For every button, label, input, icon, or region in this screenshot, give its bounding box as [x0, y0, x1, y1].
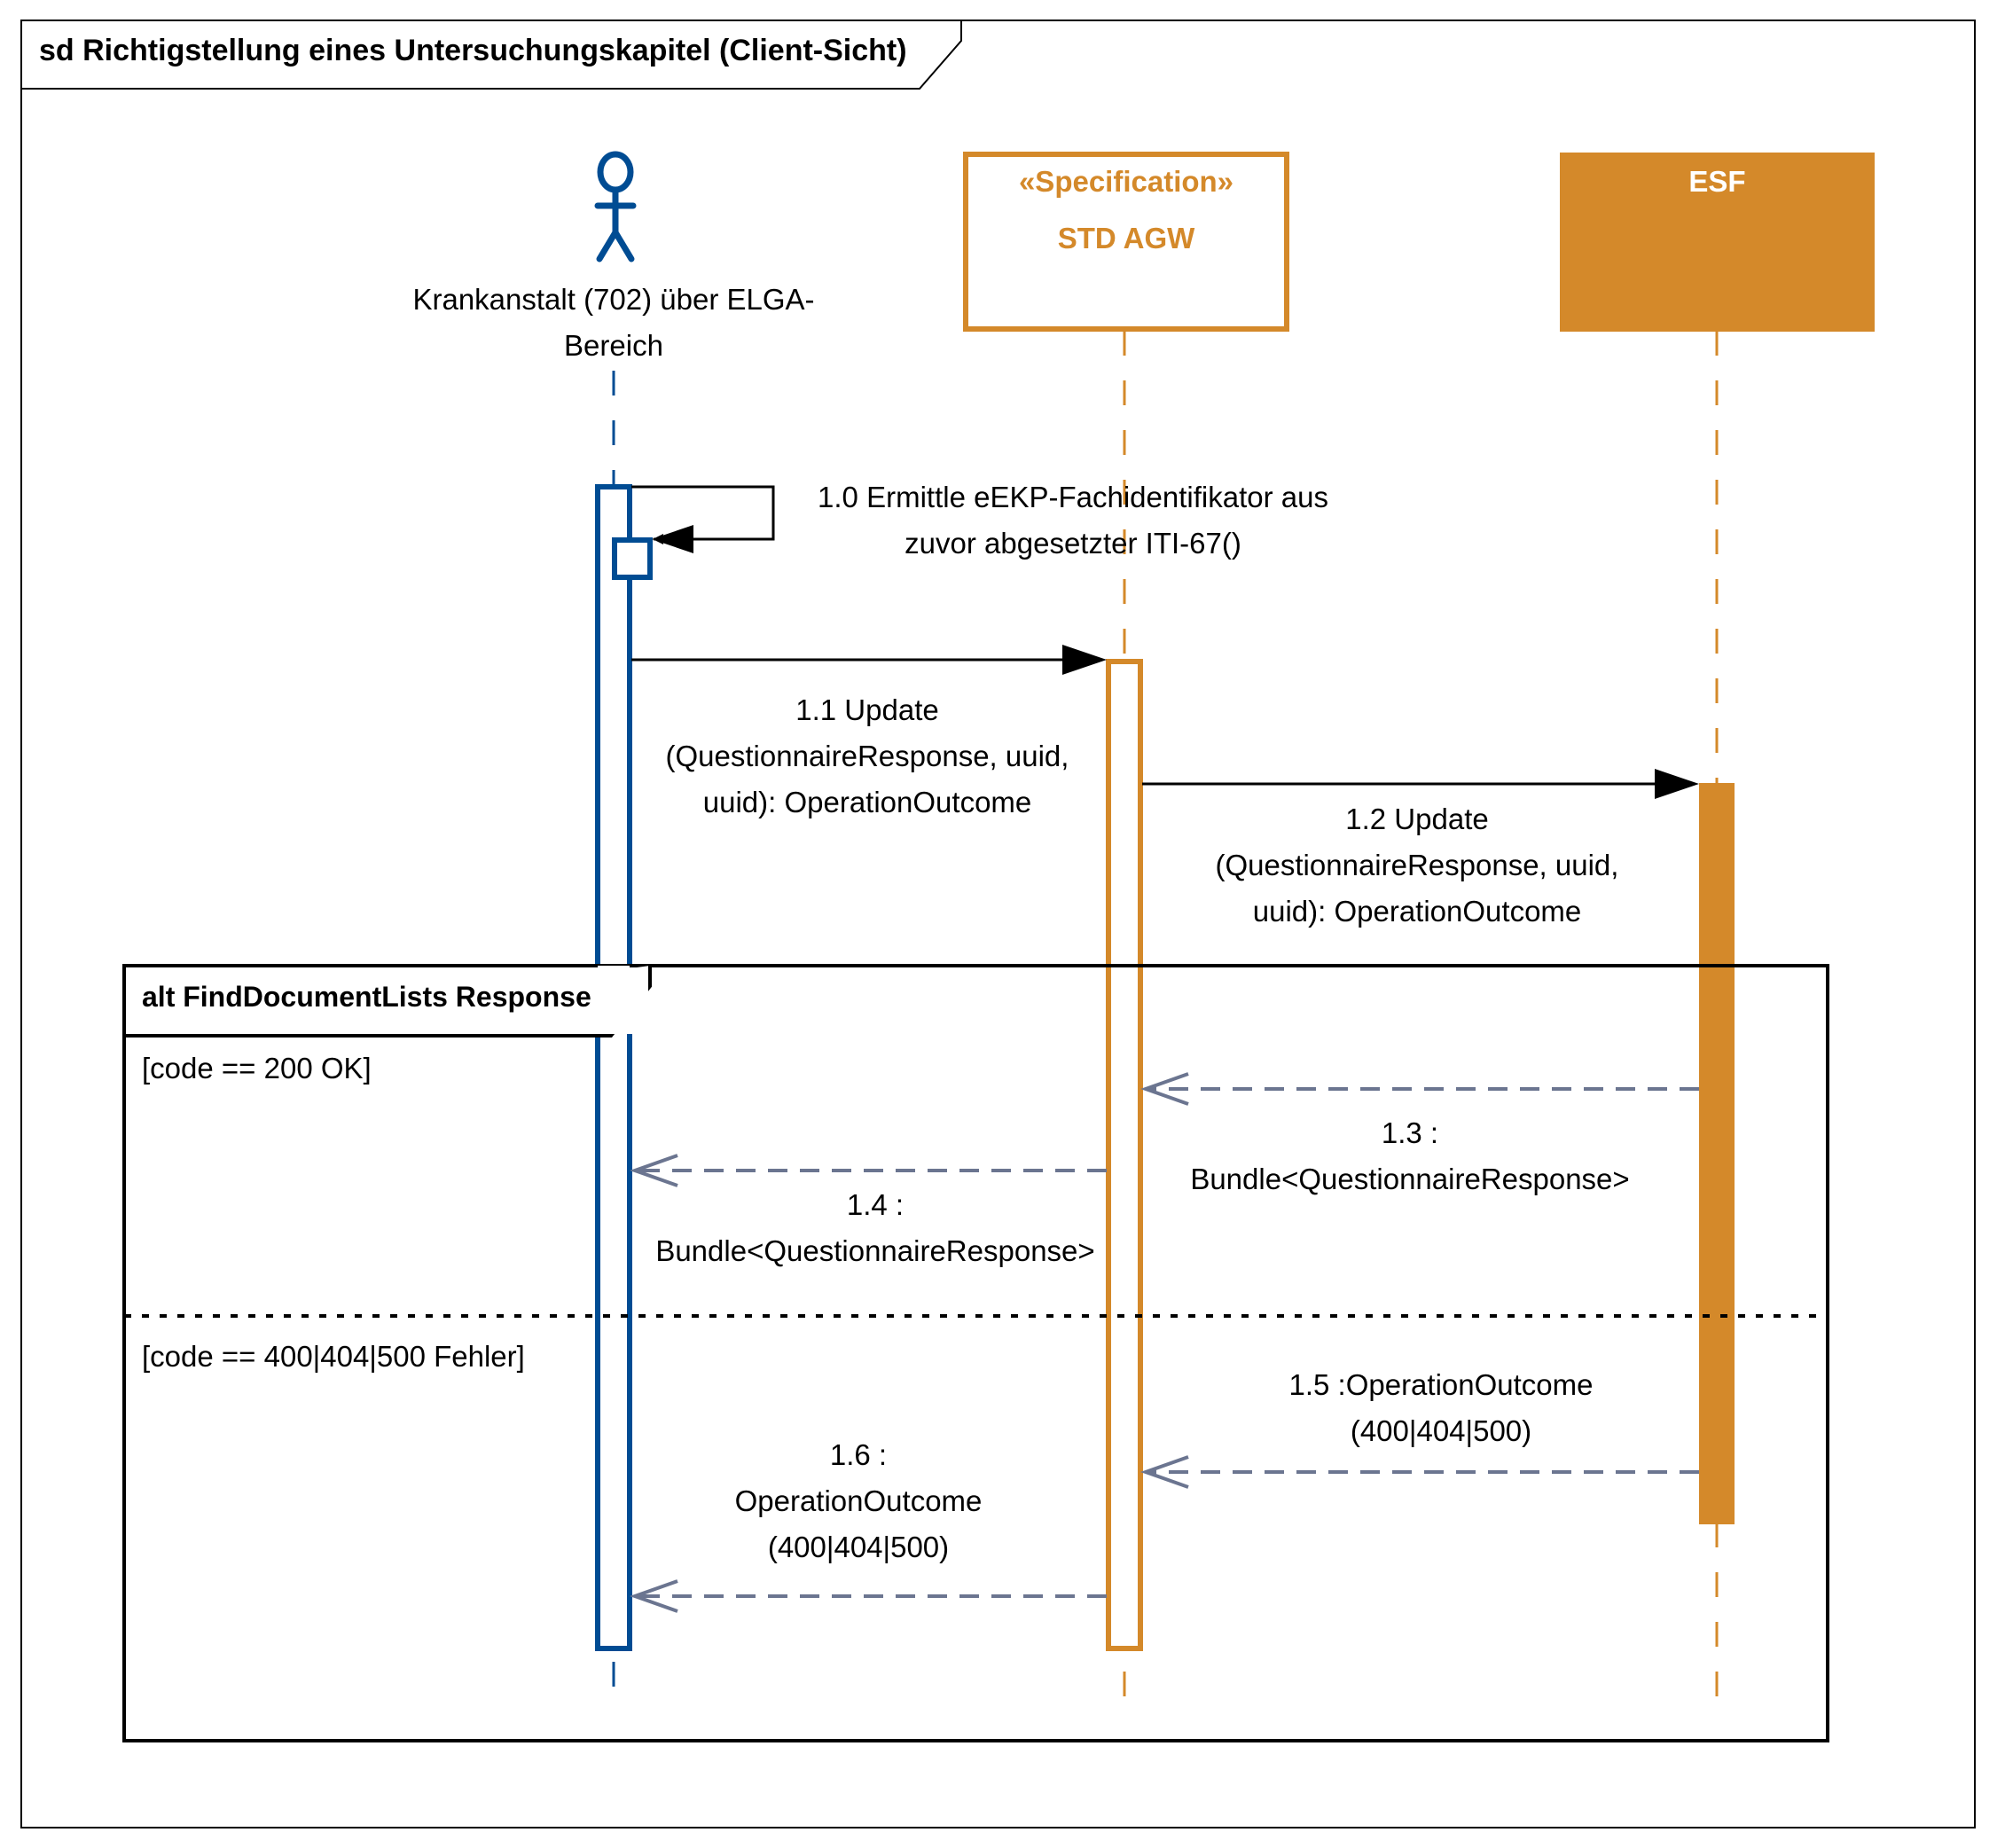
- message-1-2-label-line-2: (QuestionnaireResponse, uuid,: [1215, 849, 1619, 881]
- actor-icon: [594, 151, 637, 262]
- participant-std-agw-box[interactable]: [963, 152, 1289, 332]
- alt-fragment-title: alt FindDocumentLists Response: [142, 981, 591, 1013]
- alt-title-bg: [126, 967, 648, 1034]
- message-1-3-label-line-2: Bundle<QuestionnaireResponse>: [1190, 1163, 1630, 1195]
- message-1-0-label-line-2: zuvor abgesetzter ITI-67(): [905, 527, 1241, 560]
- actor-label: Krankanstalt (702) über ELGA- Bereich: [365, 277, 862, 369]
- diagram-frame-title-tab: [21, 20, 962, 90]
- activation-actor-selfcall: [612, 537, 653, 580]
- message-1-6-label: 1.6 : OperationOutcome (400|404|500): [663, 1432, 1053, 1570]
- activation-esf: [1699, 783, 1735, 1524]
- participant-std-agw-stereotype: «Specification»: [1018, 165, 1234, 198]
- alt-guard-1: [code == 200 OK]: [142, 1052, 372, 1085]
- message-1-2-label-line-3: uuid): OperationOutcome: [1252, 895, 1582, 928]
- message-1-1-label-line-1: 1.1 Update: [795, 693, 939, 726]
- actor-label-line-2: Bereich: [564, 329, 663, 362]
- alt-guard-2: [code == 400|404|500 Fehler]: [142, 1340, 525, 1373]
- message-1-6-arrowhead: [630, 1579, 678, 1613]
- actor-label-line-1: Krankanstalt (702) über ELGA-: [412, 283, 815, 316]
- message-1-1-label-line-3: uuid): OperationOutcome: [702, 786, 1032, 818]
- message-1-2-label: 1.2 Update (QuestionnaireResponse, uuid,…: [1186, 796, 1648, 935]
- message-1-3-label: 1.3 : Bundle<QuestionnaireResponse>: [1162, 1110, 1658, 1202]
- message-1-5-label: 1.5 :OperationOutcome (400|404|500): [1193, 1362, 1689, 1454]
- message-1-0-arrowhead: [652, 525, 693, 553]
- message-1-3-label-line-1: 1.3 :: [1381, 1116, 1439, 1149]
- message-1-5-arrowhead: [1140, 1455, 1189, 1489]
- message-1-2-arrowhead: [1655, 769, 1699, 799]
- message-1-1-label: 1.1 Update (QuestionnaireResponse, uuid,…: [637, 687, 1098, 826]
- message-1-3-arrowhead: [1140, 1072, 1189, 1106]
- activation-actor: [595, 484, 632, 1651]
- message-1-0-label: 1.0 Ermittle eEKP-Fachidentifikator aus …: [780, 474, 1366, 567]
- message-1-1-arrowhead: [1062, 645, 1107, 675]
- alt-fragment-frame: [122, 964, 1829, 1742]
- participant-std-agw-name: STD AGW: [1057, 222, 1195, 254]
- message-1-4-label-line-1: 1.4 :: [846, 1188, 905, 1221]
- participant-esf-box[interactable]: [1560, 153, 1875, 332]
- message-1-6-label-line-1: 1.6 :: [829, 1438, 888, 1471]
- message-1-4-label-line-2: Bundle<QuestionnaireResponse>: [655, 1234, 1095, 1267]
- message-1-6-label-line-2: OperationOutcome: [734, 1484, 983, 1517]
- message-1-5-label-line-2: (400|404|500): [1350, 1414, 1532, 1447]
- message-1-1-label-line-2: (QuestionnaireResponse, uuid,: [665, 740, 1069, 772]
- activation-actor-overlay: [598, 966, 630, 970]
- message-1-4-label: 1.4 : Bundle<QuestionnaireResponse>: [631, 1182, 1119, 1274]
- message-1-5-label-line-1: 1.5 :OperationOutcome: [1288, 1368, 1594, 1401]
- message-1-6-label-line-3: (400|404|500): [767, 1531, 950, 1563]
- diagram-frame: [20, 20, 1976, 1828]
- message-1-0-label-line-1: 1.0 Ermittle eEKP-Fachidentifikator aus: [818, 481, 1328, 513]
- diagram-title: sd Richtigstellung eines Untersuchungska…: [39, 34, 907, 67]
- activation-std-agw: [1106, 659, 1143, 1651]
- message-1-2-label-line-1: 1.2 Update: [1345, 803, 1489, 835]
- message-1-0-arrow[interactable]: [631, 485, 775, 544]
- participant-esf-name: ESF: [1688, 165, 1746, 198]
- message-1-4-arrowhead: [630, 1154, 678, 1187]
